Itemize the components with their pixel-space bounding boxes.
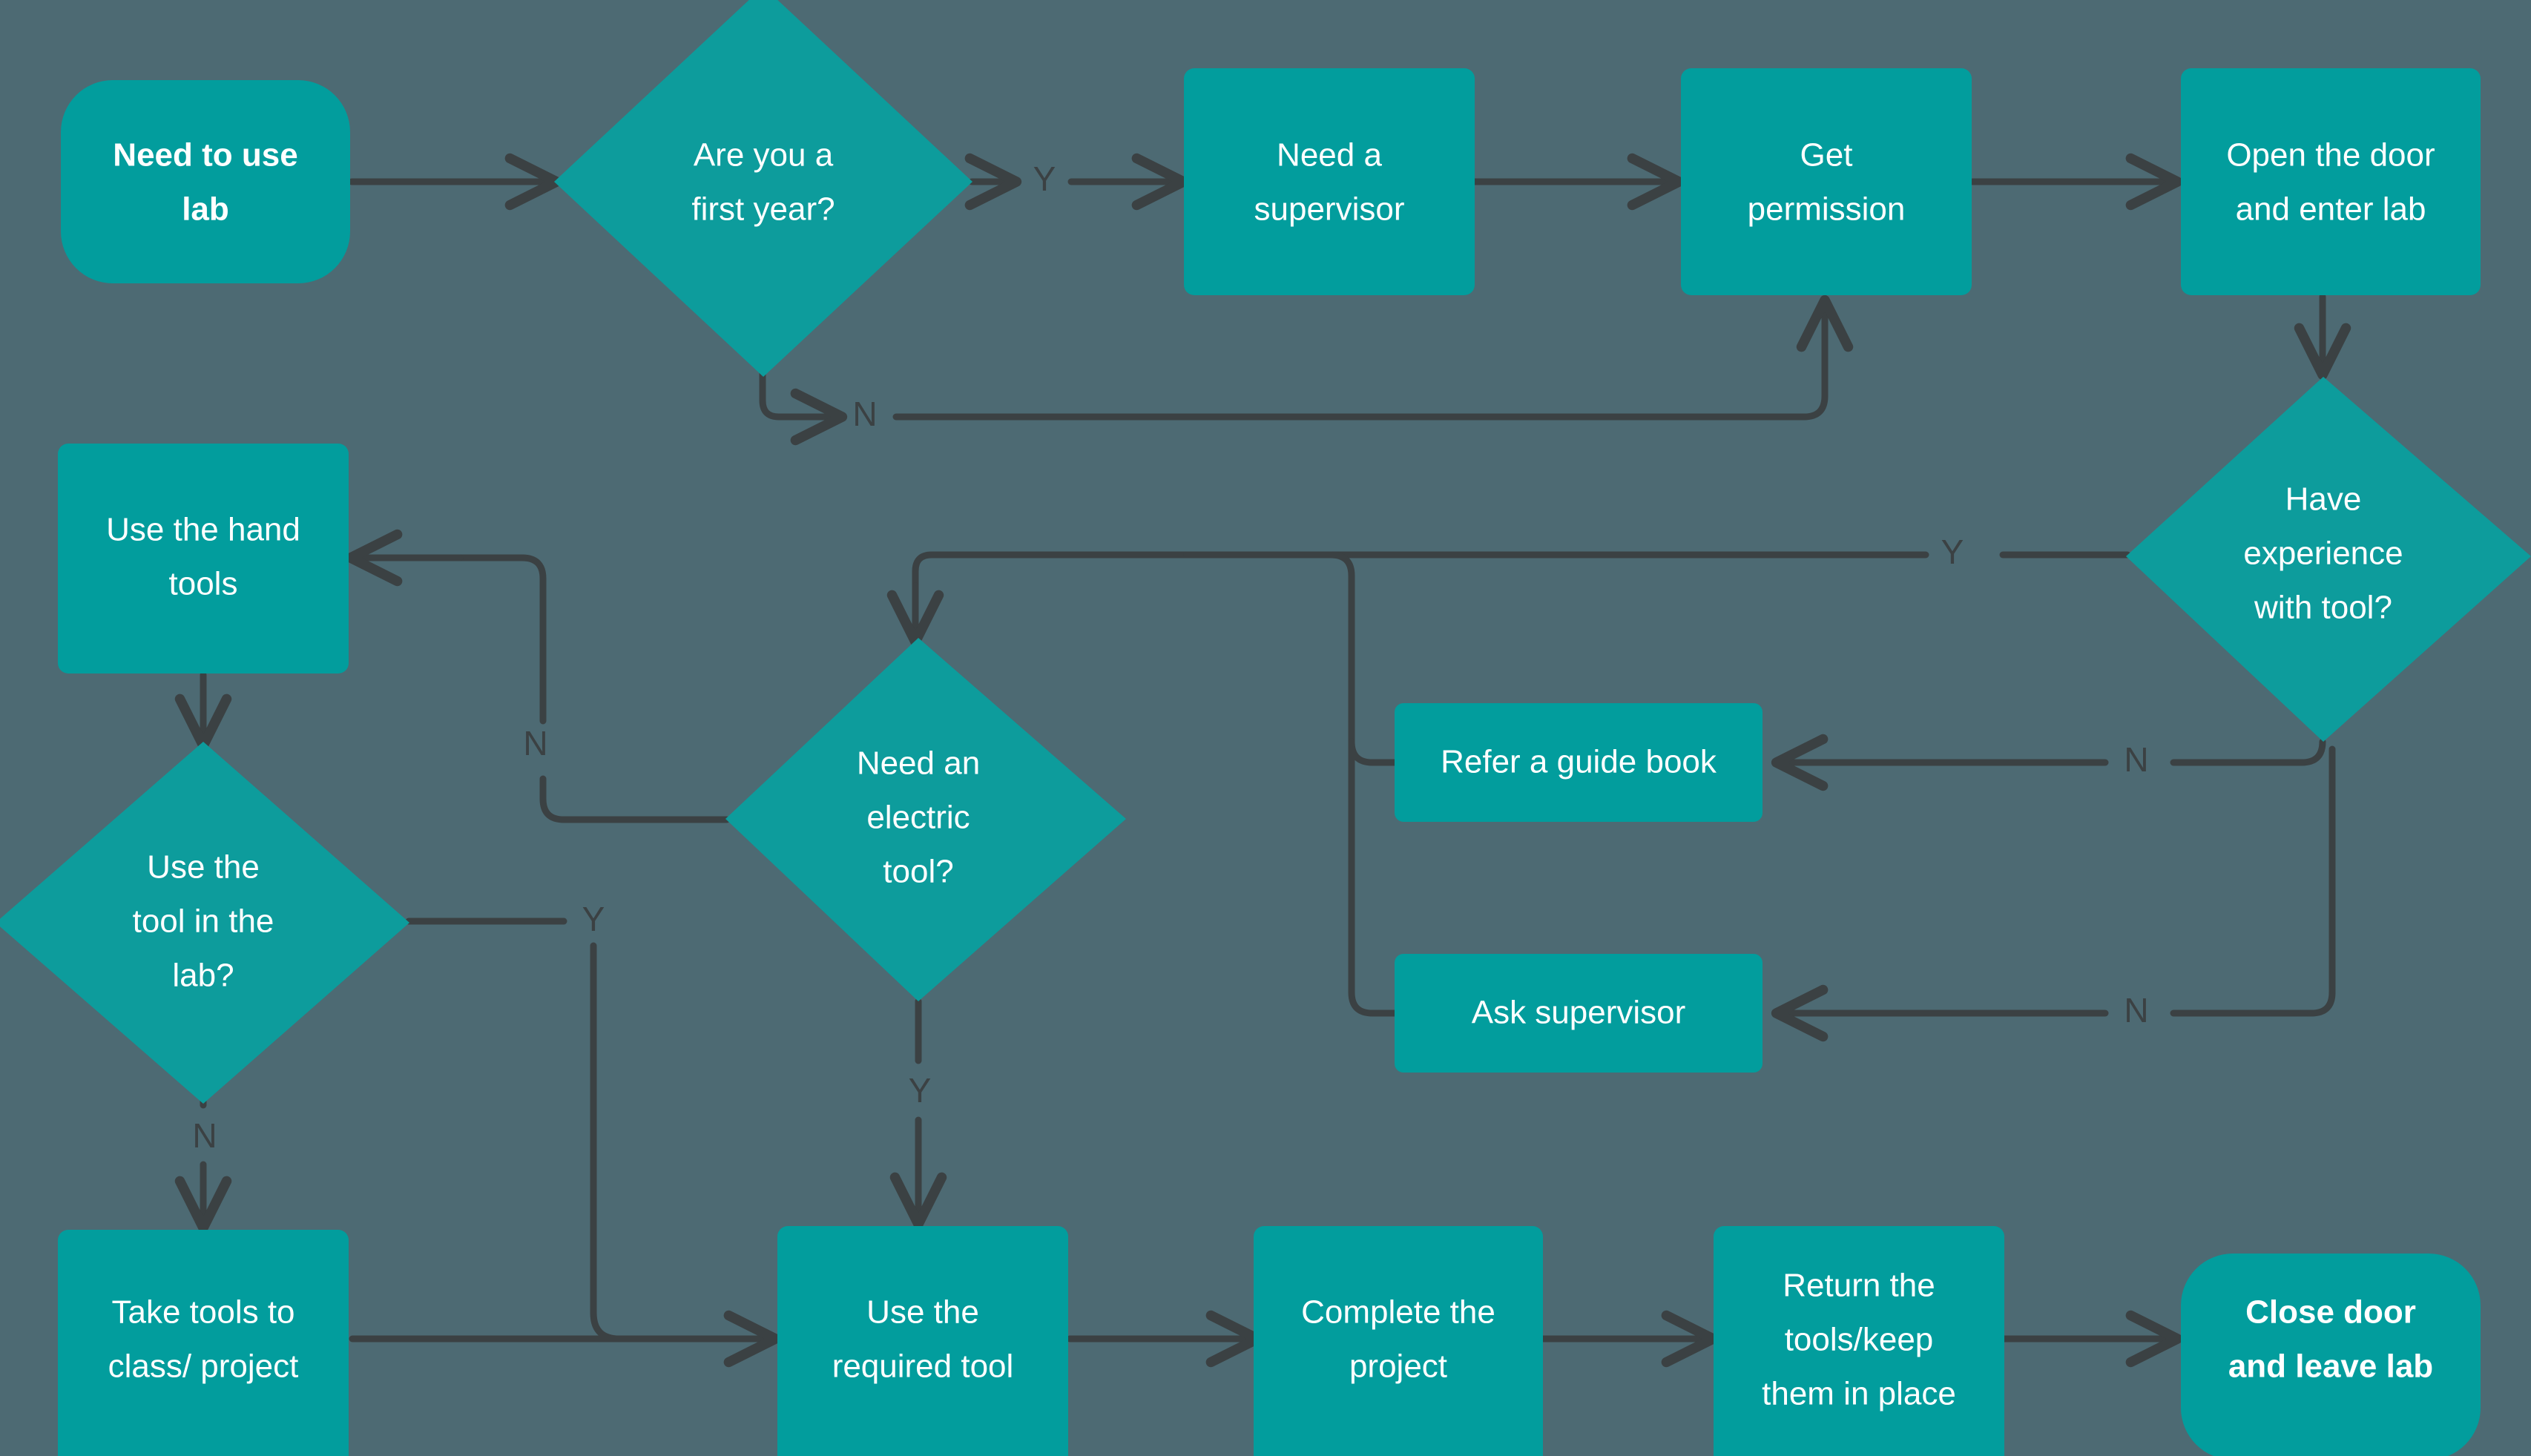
node-label-line: Need an (857, 745, 980, 782)
edge-firstyear-to-permission-b (892, 294, 1854, 421)
edge-label-firstyear-no: N (852, 395, 877, 433)
node-open-the-door-and-enter-lab[interactable]: Open the door and enter lab (2181, 68, 2481, 295)
node-label-line: Get (1800, 137, 1853, 174)
edge-label-toolinlab-no: N (192, 1116, 217, 1155)
node-use-the-hand-tools[interactable]: Use the hand tools (58, 444, 349, 673)
node-label-line: electric (866, 800, 970, 836)
node-label-line: first year? (691, 191, 835, 228)
node-ask-supervisor[interactable]: Ask supervisor (1395, 954, 1763, 1073)
node-have-experience-with-tool[interactable]: Have experience with tool? (2126, 377, 2531, 742)
node-label-line: Need to use (113, 137, 297, 174)
node-label-line: Open the door (2226, 137, 2435, 174)
edge-layer (174, 153, 2351, 1368)
node-return-the-tools-keep-them-in-place[interactable]: Return the tools/keep them in place (1714, 1226, 2004, 1456)
node-label-line: project (1349, 1348, 1447, 1385)
node-use-the-required-tool[interactable]: Use the required tool (777, 1226, 1068, 1456)
node-label-line: them in place (1762, 1376, 1956, 1412)
node-label-line: Take tools to (111, 1294, 294, 1331)
node-label-line: with tool? (2254, 590, 2392, 626)
node-label-line: Use the hand (106, 512, 300, 548)
node-label-line: and leave lab (2228, 1348, 2433, 1385)
edge-label-experience-yes: Y (1941, 533, 1964, 571)
edge-experience-to-asksuper (2170, 745, 2336, 1017)
edge-electric-to-handtools-seg2 (389, 554, 547, 725)
edge-experience-to-guidebook (2170, 738, 2326, 766)
node-take-tools-to-class-project[interactable]: Take tools to class/ project (58, 1230, 349, 1456)
node-label-line: experience (2243, 536, 2403, 572)
node-label-line: class/ project (108, 1348, 299, 1385)
node-need-an-electric-tool[interactable]: Need an electric tool? (725, 638, 1126, 1001)
node-label-line: Close door (2245, 1294, 2416, 1331)
edge-asksuper-to-electric (1348, 738, 1398, 1017)
node-label-line: tools/keep (1785, 1322, 1934, 1358)
node-label-line: lab? (172, 958, 234, 994)
node-label-line: Use the (147, 849, 260, 886)
edge-label-toolinlab-yes: Y (582, 900, 605, 938)
node-label-line: Complete the (1301, 1294, 1495, 1331)
edge-label-layer: Y N Y N N N Y Y N (192, 159, 2148, 1155)
node-complete-the-project[interactable]: Complete the project (1254, 1226, 1543, 1456)
node-label-line: Return the (1783, 1268, 1935, 1304)
node-label-line: tool in the (133, 903, 274, 940)
node-label-line: and enter lab (2236, 191, 2426, 228)
edge-experience-to-electric-y-seg2 (912, 551, 1929, 627)
edge-label-experience-no-guide: N (2124, 740, 2148, 779)
node-label-line: permission (1748, 191, 1906, 228)
node-need-to-use-lab[interactable]: Need to use lab (61, 80, 350, 283)
edge-firstyear-to-permission (759, 367, 848, 446)
node-label-line: Use the (866, 1294, 979, 1331)
edge-toolinlab-to-requiredtool-seg2 (590, 942, 656, 1343)
node-label-line: Have (2285, 481, 2362, 518)
node-are-you-a-first-year[interactable]: Are you a first year? (554, 0, 972, 377)
node-label-line: Need a (1277, 137, 1382, 174)
edge-electric-to-handtools-seg1 (539, 775, 731, 823)
node-label-line: supervisor (1254, 191, 1405, 228)
node-get-permission[interactable]: Get permission (1681, 68, 1972, 295)
node-need-a-supervisor[interactable]: Need a supervisor (1184, 68, 1475, 295)
edge-label-firstyear-yes: Y (1033, 159, 1056, 198)
node-label-line: Ask supervisor (1472, 995, 1686, 1031)
edge-label-experience-no-ask: N (2124, 991, 2148, 1030)
node-label-line: required tool (832, 1348, 1014, 1385)
node-label-line: tool? (883, 854, 953, 890)
edge-guidebook-to-electric (1183, 551, 1398, 766)
node-label-line: Are you a (694, 137, 834, 174)
node-label-line: tools (169, 566, 238, 602)
node-label-line: lab (182, 191, 229, 228)
node-use-the-tool-in-the-lab[interactable]: Use the tool in the lab? (0, 742, 409, 1104)
node-refer-a-guide-book[interactable]: Refer a guide book (1395, 703, 1763, 822)
node-label-line: Refer a guide book (1441, 744, 1717, 780)
edge-label-electric-yes: Y (909, 1071, 932, 1110)
node-close-door-and-leave-lab[interactable]: Close door and leave lab (2181, 1254, 2481, 1456)
edge-label-electric-no: N (523, 724, 547, 762)
